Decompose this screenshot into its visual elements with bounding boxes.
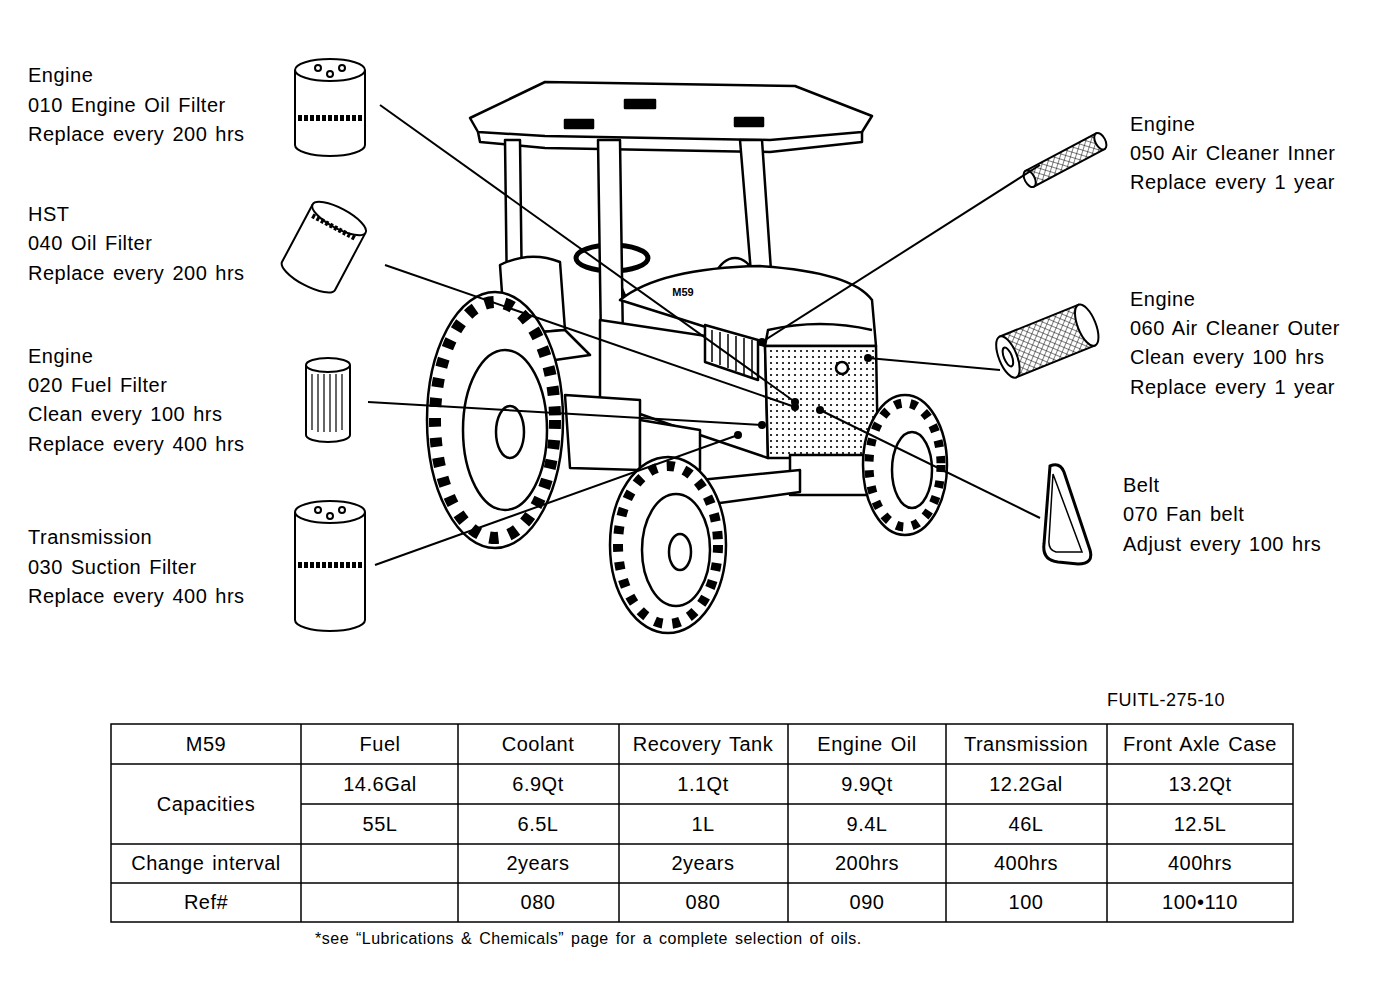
callout-text: 030 Suction Filter xyxy=(28,557,197,577)
callout-text: Transmission xyxy=(28,527,152,547)
table-cell: Capacities xyxy=(157,794,255,814)
callout-text: HST xyxy=(28,204,70,224)
tire xyxy=(427,292,563,548)
callout-text: Replace every 400 hrs xyxy=(28,434,245,454)
table-cell: Fuel xyxy=(360,734,401,754)
table-cell: Recovery Tank xyxy=(633,734,773,754)
table-cell: 1L xyxy=(691,814,714,834)
callout-text: 050 Air Cleaner Inner xyxy=(1130,143,1336,163)
table-cell: 9.9Qt xyxy=(841,774,892,794)
leader-dot xyxy=(734,338,872,439)
callout-text: 010 Engine Oil Filter xyxy=(28,95,226,115)
table-cell: 46L xyxy=(1009,814,1044,834)
callout-text: 070 Fan belt xyxy=(1123,504,1244,524)
callout-text: Clean every 100 hrs xyxy=(28,404,222,424)
drawing-number: FUITL-275-10 xyxy=(1107,691,1225,709)
table-cell: 400hrs xyxy=(1168,853,1232,873)
oil-filter-icon xyxy=(295,59,365,156)
callout-text: 020 Fuel Filter xyxy=(28,375,167,395)
air-cleaner-inner-icon xyxy=(1021,131,1109,189)
callout-text: 060 Air Cleaner Outer xyxy=(1130,318,1340,338)
table-cell: 400hrs xyxy=(994,853,1058,873)
tire xyxy=(610,457,726,633)
table-cell: M59 xyxy=(186,734,226,754)
hst-filter-icon xyxy=(277,196,370,299)
callout-text: Adjust every 100 hrs xyxy=(1123,534,1321,554)
callout-text: Engine xyxy=(28,65,93,85)
table-cell: 13.2Qt xyxy=(1168,774,1231,794)
leader-line xyxy=(368,105,1040,565)
callout-text: Replace every 1 year xyxy=(1130,377,1335,397)
suction-filter-icon xyxy=(295,501,365,631)
callout-text: Replace every 200 hrs xyxy=(28,263,245,283)
hood xyxy=(620,266,876,346)
callout-text: Belt xyxy=(1123,475,1159,495)
table-cell: 080 xyxy=(686,892,721,912)
table-cell: 12.5L xyxy=(1174,814,1227,834)
table-cell: 6.9Qt xyxy=(512,774,563,794)
table-cell: 200hrs xyxy=(835,853,899,873)
callout-text: Replace every 200 hrs xyxy=(28,124,245,144)
air-cleaner-outer-icon xyxy=(991,301,1103,380)
table-cell: 9.4L xyxy=(847,814,888,834)
fuel-tank xyxy=(565,395,640,470)
table-cell: 14.6Gal xyxy=(343,774,417,794)
rops-post xyxy=(740,140,772,285)
model-badge: M59 xyxy=(672,287,693,298)
table-cell: 55L xyxy=(363,814,398,834)
callout-text: 040 Oil Filter xyxy=(28,233,152,253)
table-cell: 6.5L xyxy=(518,814,559,834)
callout-text: Clean every 100 hrs xyxy=(1130,347,1324,367)
fan-belt-icon xyxy=(1044,465,1091,564)
callout-text: Replace every 1 year xyxy=(1130,172,1335,192)
tire xyxy=(863,395,947,535)
canopy xyxy=(470,82,872,140)
table-cell: 080 xyxy=(521,892,556,912)
callout-text: Engine xyxy=(28,346,93,366)
callout-text: Replace every 400 hrs xyxy=(28,586,245,606)
table-cell: 12.2Gal xyxy=(989,774,1063,794)
table-grid xyxy=(111,724,1293,922)
table-cell: 2years xyxy=(671,853,734,873)
table-cell: Change interval xyxy=(131,853,281,873)
table-cell: Ref# xyxy=(184,892,228,912)
footnote: *see “Lubrications & Chemicals” page for… xyxy=(315,931,862,947)
fuel-filter-icon xyxy=(306,358,350,442)
table-cell: 090 xyxy=(850,892,885,912)
callout-text: Engine xyxy=(1130,289,1195,309)
table-cell: Coolant xyxy=(502,734,574,754)
table-cell: 100•110 xyxy=(1162,892,1238,912)
table-cell: 2years xyxy=(506,853,569,873)
table-cell: Engine Oil xyxy=(817,734,916,754)
table-cell: Front Axle Case xyxy=(1123,734,1277,754)
table-cell: 100 xyxy=(1009,892,1044,912)
table-cell: Transmission xyxy=(964,734,1088,754)
callout-text: Engine xyxy=(1130,114,1195,134)
table-cell: 1.1Qt xyxy=(677,774,728,794)
